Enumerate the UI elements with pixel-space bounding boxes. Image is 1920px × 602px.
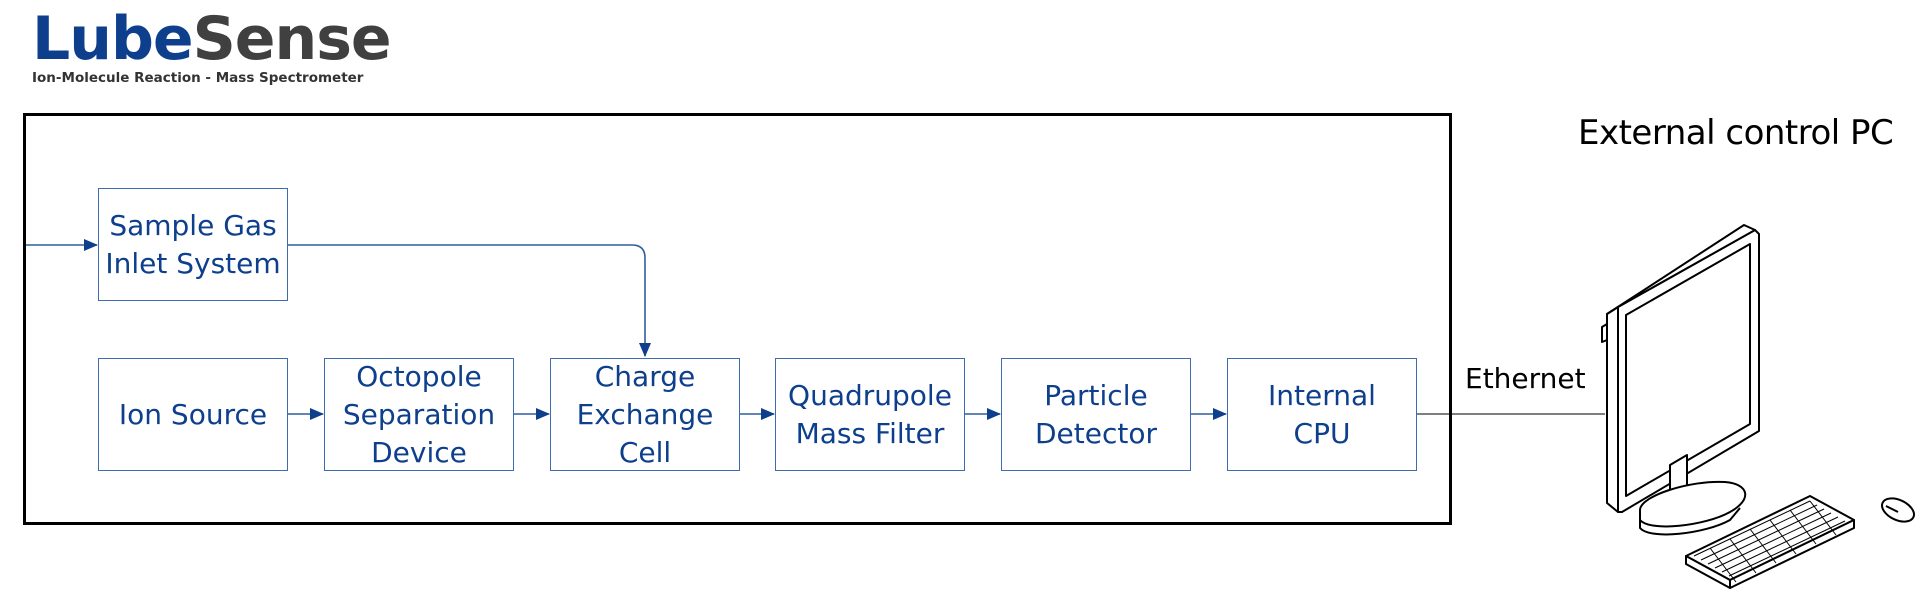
desktop-computer-icon <box>1601 224 1915 589</box>
inlet-to-charge-exchange-arrow <box>287 244 651 357</box>
logo-tagline: Ion-Molecule Reaction - Mass Spectromete… <box>32 70 364 86</box>
external-pc-title: External control PC <box>1578 113 1894 153</box>
instrument-enclosure <box>23 113 1452 525</box>
ethernet-label: Ethernet <box>1465 362 1586 395</box>
logo-brand-part2: Sense <box>192 4 392 74</box>
charge-exchange-cell-block: Charge Exchange Cell <box>550 358 740 471</box>
particle-detector-block: Particle Detector <box>1001 358 1191 471</box>
internal-cpu-block: Internal CPU <box>1227 358 1417 471</box>
octopole-separation-block: Octopole Separation Device <box>324 358 514 471</box>
ion-source-block: Ion Source <box>98 358 288 471</box>
logo: LubeSense Ion-Molecule Reaction - Mass S… <box>32 2 392 86</box>
quadrupole-mass-filter-block: Quadrupole Mass Filter <box>775 358 965 471</box>
sample-gas-inlet-block: Sample Gas Inlet System <box>98 188 288 301</box>
logo-brand-part1: Lube <box>32 4 194 74</box>
logo-wordmark: LubeSense <box>32 2 392 76</box>
